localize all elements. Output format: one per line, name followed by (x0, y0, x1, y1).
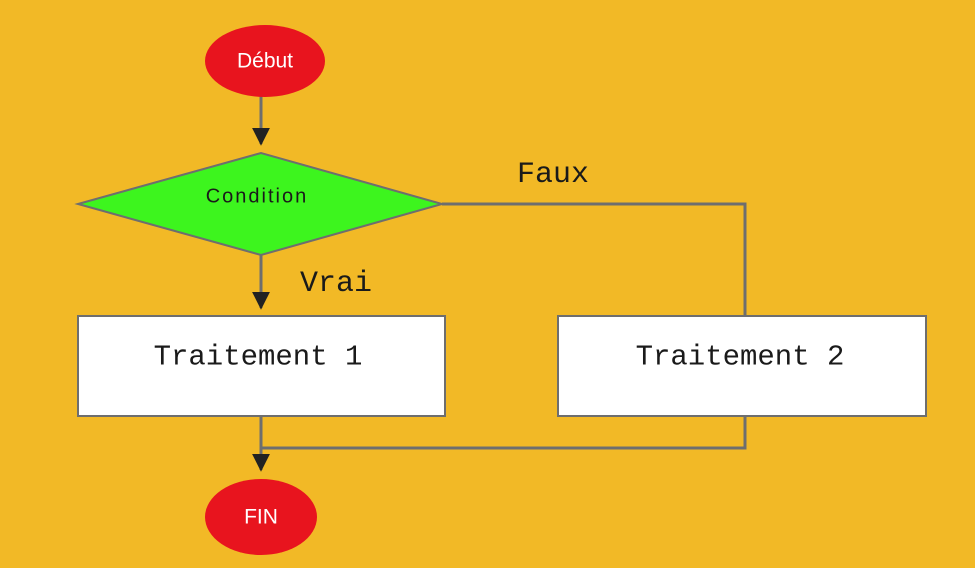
condition-label: Condition (206, 185, 309, 207)
process2-label: Traitement 2 (636, 341, 845, 374)
process1-box (77, 315, 446, 417)
start-label: Début (237, 50, 293, 73)
start-ellipse (205, 25, 325, 97)
process1-node: Traitement 1 (77, 315, 446, 417)
connector-process2-merge (261, 417, 747, 450)
process2-node: Traitement 2 (557, 315, 927, 417)
false-branch-label: Faux (517, 158, 589, 192)
end-node: FIN (205, 479, 317, 555)
process2-box (557, 315, 927, 417)
end-label: FIN (244, 506, 278, 529)
condition-node: Condition (74, 151, 446, 257)
process1-label: Traitement 1 (154, 341, 363, 374)
connector-false-branch (442, 202, 747, 316)
condition-diamond (74, 151, 446, 257)
true-branch-label: Vrai (300, 267, 372, 301)
end-ellipse (205, 479, 317, 555)
connectors (252, 96, 747, 472)
start-node: Début (205, 25, 325, 97)
